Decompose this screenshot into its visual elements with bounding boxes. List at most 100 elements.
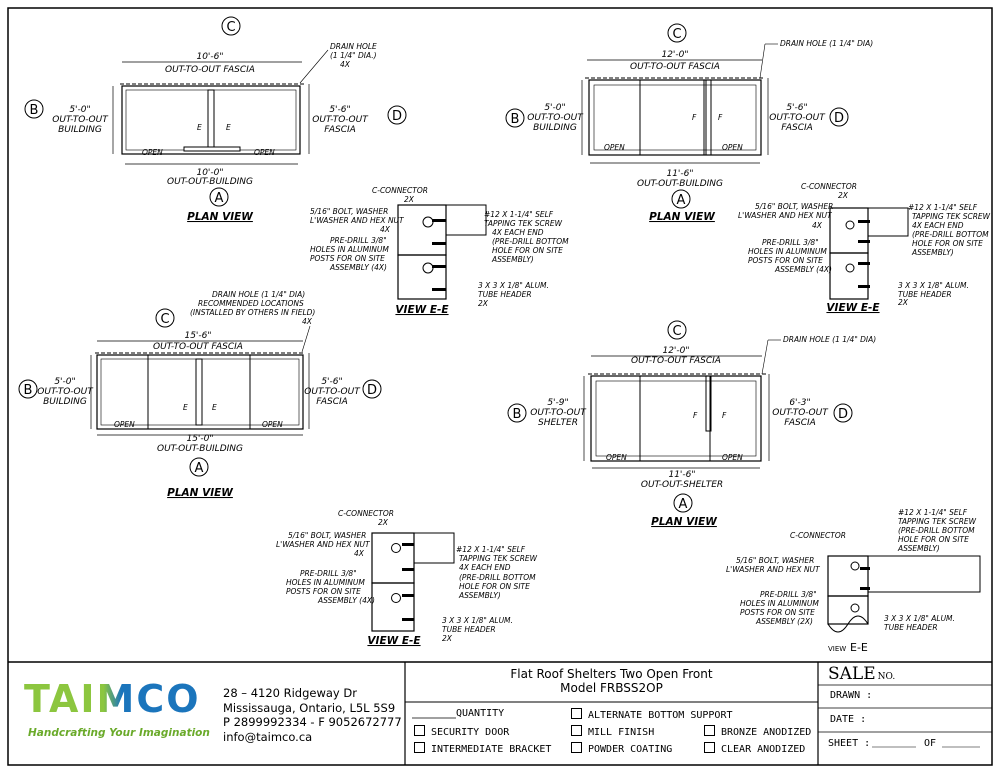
option-intermediate-bracket-label: INTERMEDIATE BRACKET bbox=[431, 744, 552, 755]
plan2-left-dim: 5'-0" bbox=[544, 103, 565, 113]
detail2-predrill-1: PRE-DRILL 3/8" bbox=[762, 238, 819, 247]
detail3-c-connector-qty: 2X bbox=[378, 518, 389, 527]
mill-finish-checkbox[interactable] bbox=[571, 725, 582, 736]
plan1-top-dim: 10'-6" bbox=[196, 52, 223, 62]
callout-d: D bbox=[392, 109, 402, 124]
plan1-title: PLAN VIEW bbox=[187, 211, 253, 223]
detail2-predrill-3: POSTS FOR ON SITE bbox=[748, 256, 823, 265]
plan1-left-sub2: BUILDING bbox=[58, 125, 102, 135]
detail3-tube-2: TUBE HEADER bbox=[442, 625, 496, 634]
detail4-c-connector: C-CONNECTOR bbox=[790, 531, 846, 540]
callout-b: B bbox=[30, 103, 39, 118]
option-powder-coating[interactable]: POWDER COATING bbox=[571, 742, 672, 755]
plan3-bottom-dim: 15'-0" bbox=[186, 434, 213, 444]
option-security-door-label: SECURITY DOOR bbox=[431, 727, 510, 738]
plan3-title: PLAN VIEW bbox=[167, 487, 233, 499]
detail1-title: VIEW E-E bbox=[395, 304, 449, 316]
detail1-bolt-1: 5/16" BOLT, WASHER bbox=[310, 207, 388, 216]
detail2-bolt-2: L'WASHER AND HEX NUT bbox=[738, 211, 833, 220]
detail2-c-connector: C-CONNECTOR bbox=[801, 182, 857, 191]
powder-coating-checkbox[interactable] bbox=[571, 742, 582, 753]
plan1-drain-label-2: (1 1/4" DIA.) bbox=[330, 51, 377, 60]
security-door-checkbox[interactable] bbox=[414, 725, 425, 736]
sheet-border bbox=[7, 7, 993, 766]
plan3-drain-label-3: (INSTALLED BY OTHERS IN FIELD) bbox=[190, 308, 315, 317]
detail1-screw-6: ASSEMBLY) bbox=[491, 255, 534, 264]
option-bronze-anodized[interactable]: BRONZE ANODIZED bbox=[704, 725, 811, 738]
detail1-c-connector: C-CONNECTOR bbox=[372, 186, 428, 195]
plan2-left-sub1: OUT-TO-OUT bbox=[527, 113, 584, 123]
plan2-top-dim: 12'-0" bbox=[661, 50, 688, 60]
detail2-predrill-4: ASSEMBLY (4X) bbox=[774, 265, 832, 274]
detail3-predrill-1: PRE-DRILL 3/8" bbox=[300, 569, 357, 578]
bronze-anodized-checkbox[interactable] bbox=[704, 725, 715, 736]
of-label: OF bbox=[924, 738, 937, 749]
address-line-2: Mississauga, Ontario, L5L 5S9 bbox=[223, 700, 396, 715]
plan-view-2: C 12'-0" OUT-TO-OUT FASCIA DRAIN HOLE (1… bbox=[505, 23, 873, 223]
sale-no-label: NO. bbox=[877, 672, 896, 682]
section-mark-f-right: F bbox=[722, 411, 727, 420]
option-security-door[interactable]: SECURITY DOOR bbox=[414, 725, 509, 738]
detail1-predrill-3: POSTS FOR ON SITE bbox=[310, 254, 385, 263]
callout-b: B bbox=[513, 407, 522, 422]
plan4-title: PLAN VIEW bbox=[651, 516, 717, 528]
company-address-block: 28 – 4120 Ridgeway Dr Mississauga, Ontar… bbox=[223, 686, 402, 744]
detail4-bolt-2: L'WASHER AND HEX NUT bbox=[726, 565, 821, 574]
detail1-screw-2: TAPPING TEK SCREW bbox=[484, 219, 563, 228]
section-mark-f-right: F bbox=[718, 113, 723, 122]
detail4-screw-4: (PRE-DRILL BOTTOM bbox=[898, 526, 975, 535]
detail2-title: VIEW E-E bbox=[826, 302, 880, 314]
detail3-bolt-qty: 4X bbox=[354, 549, 365, 558]
callout-b: B bbox=[511, 112, 520, 127]
plan2-top-sub: OUT-TO-OUT FASCIA bbox=[630, 62, 720, 72]
detail3-title: VIEW E-E bbox=[367, 635, 421, 647]
detail4-screw-2: TAPPING TEK SCREW bbox=[898, 517, 977, 526]
callout-a: A bbox=[195, 461, 204, 476]
intermediate-bracket-checkbox[interactable] bbox=[414, 742, 425, 753]
plan3-drain-label-2: RECOMMENDED LOCATIONS bbox=[198, 299, 304, 308]
plan1-bottom-dim: 10'-0" bbox=[196, 168, 223, 178]
detail2-screw-6: ASSEMBLY) bbox=[911, 248, 954, 257]
detail4-predrill-4: ASSEMBLY (2X) bbox=[755, 617, 813, 626]
detail3-tube-1: 3 X 3 X 1/8" ALUM. bbox=[442, 616, 513, 625]
phone-fax: P 2899992334 - F 9052672777 bbox=[223, 715, 402, 729]
address-line-1: 28 – 4120 Ridgeway Dr bbox=[223, 686, 357, 700]
option-clear-anodized[interactable]: CLEAR ANODIZED bbox=[704, 742, 805, 755]
option-mill-finish-label: MILL FINISH bbox=[588, 727, 655, 738]
detail1-bolt-qty: 4X bbox=[380, 225, 391, 234]
logo-text: TAIMCO bbox=[24, 677, 201, 721]
callout-a: A bbox=[679, 497, 688, 512]
plan-view-4: C 12'-0" OUT-TO-OUT FASCIA DRAIN HOLE (1… bbox=[507, 320, 876, 528]
plan3-top-sub: OUT-TO-OUT FASCIA bbox=[153, 342, 243, 352]
detail-view-ee-3: C-CONNECTOR 2X 5/16" BOLT, WASHER L'WASH… bbox=[276, 509, 538, 647]
company-tagline: Handcrafting Your Imagination bbox=[28, 727, 210, 739]
plan-view-1: C 10'-6" OUT-TO-OUT FASCIA DRAIN HOLE (1… bbox=[24, 16, 407, 223]
clear-anodized-checkbox[interactable] bbox=[704, 742, 715, 753]
detail2-screw-2: TAPPING TEK SCREW bbox=[912, 212, 991, 221]
option-mill-finish[interactable]: MILL FINISH bbox=[571, 725, 654, 738]
detail3-screw-6: ASSEMBLY) bbox=[458, 591, 501, 600]
drawing-model: Model FRBSS2OP bbox=[560, 681, 663, 695]
option-alternate-bottom-support[interactable]: ALTERNATE BOTTOM SUPPORT bbox=[571, 708, 733, 721]
plan4-right-sub1: OUT-TO-OUT bbox=[772, 408, 829, 418]
option-intermediate-bracket[interactable]: INTERMEDIATE BRACKET bbox=[414, 742, 551, 755]
plan3-left-sub2: BUILDING bbox=[43, 397, 87, 407]
alternate-bottom-checkbox[interactable] bbox=[571, 708, 582, 719]
detail3-predrill-4: ASSEMBLY (4X) bbox=[317, 596, 375, 605]
plan2-drain-label: DRAIN HOLE (1 1/4" DIA) bbox=[780, 39, 873, 48]
section-mark-f-left: F bbox=[693, 411, 698, 420]
detail3-c-connector: C-CONNECTOR bbox=[338, 509, 394, 518]
detail3-screw-3: 4X EACH END bbox=[459, 563, 511, 572]
detail4-bolt-1: 5/16" BOLT, WASHER bbox=[736, 556, 814, 565]
plan2-open-right: OPEN bbox=[722, 143, 743, 152]
detail1-screw-3: 4X EACH END bbox=[492, 228, 544, 237]
plan2-title: PLAN VIEW bbox=[649, 211, 715, 223]
callout-c: C bbox=[226, 20, 235, 35]
plan1-drain-label-1: DRAIN HOLE bbox=[330, 42, 377, 51]
detail1-tube-1: 3 X 3 X 1/8" ALUM. bbox=[478, 281, 549, 290]
plan3-drain-label-1: DRAIN HOLE (1 1/4" DIA) bbox=[212, 290, 305, 299]
plan3-right-sub1: OUT-TO-OUT bbox=[304, 387, 361, 397]
plan4-left-dim: 5'-9" bbox=[547, 398, 568, 408]
sale-label: SALE bbox=[828, 664, 876, 684]
